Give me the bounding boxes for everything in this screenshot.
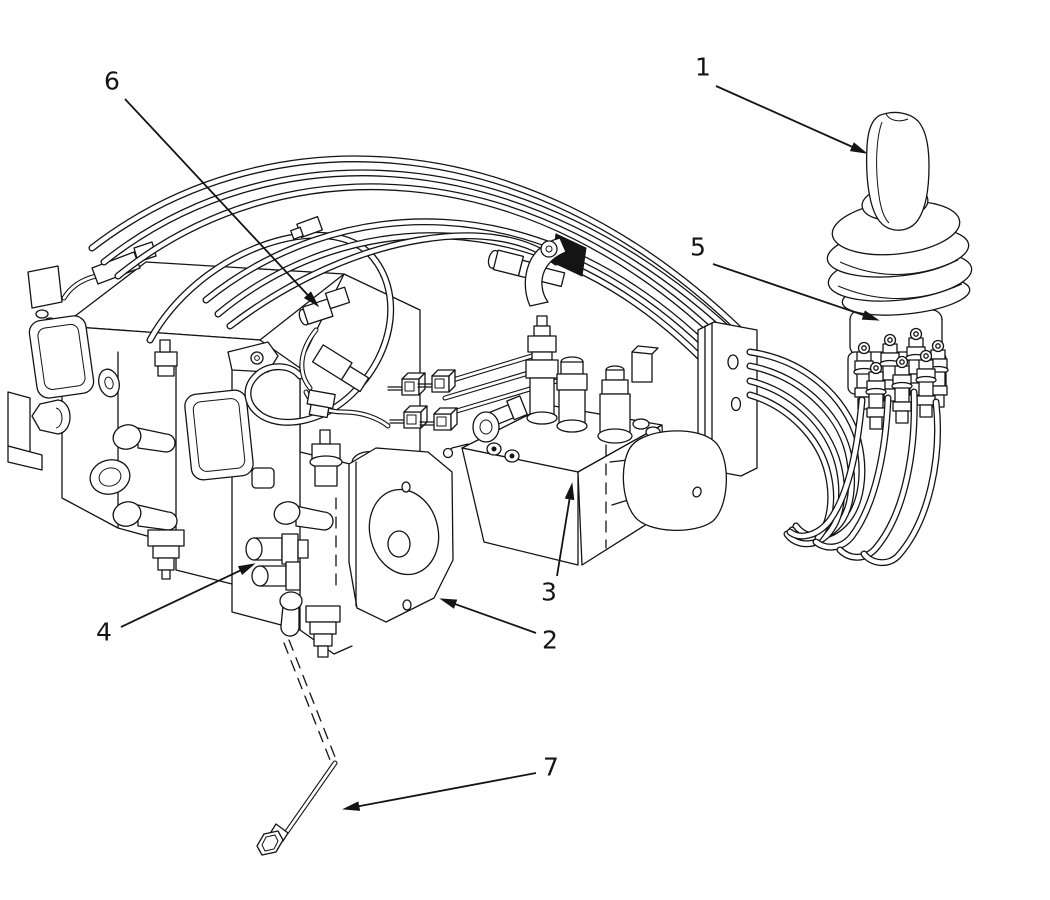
- accumulator: [609, 430, 727, 531]
- hose-core: [227, 233, 559, 329]
- hose-core: [441, 350, 547, 385]
- pump-side-fittings: [245, 533, 309, 591]
- callout-label-2: 2: [542, 626, 558, 655]
- callout-leader-5: [712, 263, 865, 317]
- hose-core: [89, 156, 743, 333]
- hose-bundle: [88, 155, 748, 426]
- drain-hose: [256, 639, 338, 856]
- pump-solenoid-mid: [154, 339, 275, 489]
- manifold-ball-valve: [442, 395, 528, 463]
- joystick-handle: [865, 111, 930, 231]
- pump-assembly: [7, 241, 454, 658]
- callout-label-3: 3: [541, 578, 557, 607]
- hose-core: [203, 219, 731, 371]
- callout-arrowhead-5: [861, 310, 880, 321]
- hose-core: [787, 397, 865, 539]
- callout-label-7: 7: [543, 753, 559, 782]
- hose-core: [62, 274, 98, 300]
- callout-arrowhead-2: [439, 598, 458, 609]
- hose-core: [115, 184, 740, 359]
- pump-hex-plugs: [147, 529, 341, 658]
- hose-clamp: [524, 233, 587, 307]
- callout-arrowhead-1: [849, 142, 868, 154]
- hose-stub-fitting: [290, 216, 323, 240]
- pump-mounting-flange: [348, 447, 454, 623]
- callout-label-1: 1: [695, 53, 711, 82]
- joystick: [826, 111, 973, 395]
- callout-leader-7: [358, 772, 537, 808]
- callout-arrowhead-7: [342, 801, 361, 811]
- pump-top-fitting: [309, 429, 343, 487]
- pump-lever-handles: [89, 424, 334, 637]
- manifold-solenoids: [525, 315, 633, 444]
- callout-label-6: 6: [104, 67, 120, 96]
- hose-core: [861, 399, 940, 565]
- callouts: 1 2 3 4 5 6 7: [96, 53, 880, 811]
- hose-core: [813, 395, 891, 550]
- hose-core: [747, 392, 833, 541]
- part6-hose-assembly: [298, 286, 391, 429]
- hose-core: [837, 389, 917, 560]
- hose-core: [747, 378, 844, 546]
- hose-core: [284, 761, 337, 835]
- hose-core: [300, 328, 318, 390]
- callout-arrowhead-6: [303, 291, 320, 308]
- callout-arrowhead-3: [564, 482, 575, 501]
- drain-hose-fitting: [256, 823, 289, 856]
- callout-label-5: 5: [690, 233, 706, 262]
- callout-leader-6: [124, 98, 309, 296]
- callout-label-4: 4: [96, 618, 112, 647]
- pump-solenoid-left: [27, 241, 157, 399]
- callout-leader-2: [454, 603, 537, 634]
- callout-leader-1: [715, 85, 853, 148]
- callout-leader-3: [556, 498, 571, 577]
- callout-leader-4: [120, 569, 241, 628]
- hose-core: [101, 170, 747, 347]
- callout-arrowhead-4: [237, 563, 256, 576]
- joystick-hoses: [746, 348, 941, 566]
